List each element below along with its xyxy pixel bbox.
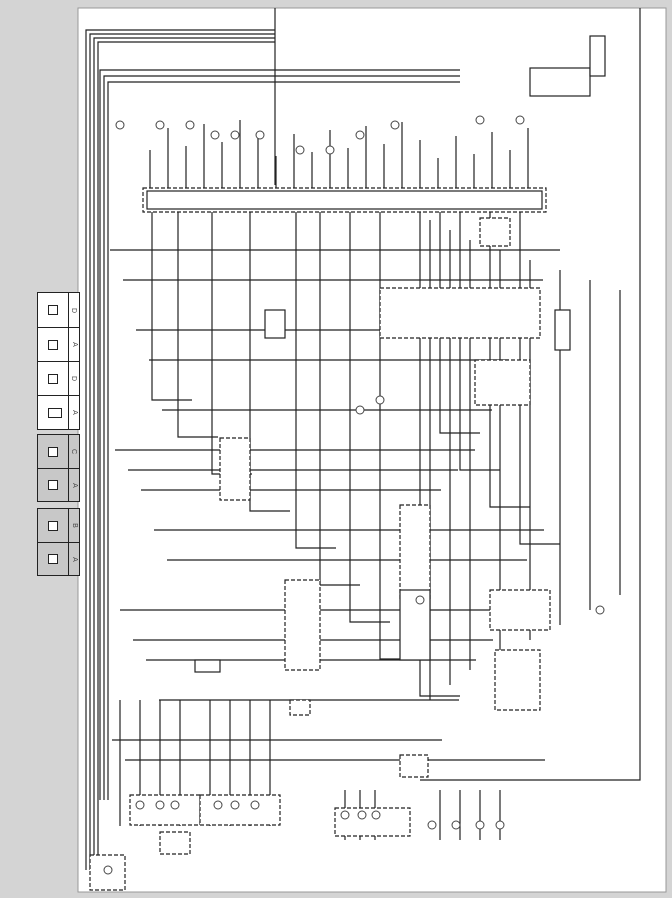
callout-marker — [115, 120, 125, 130]
callout-marker — [210, 130, 220, 140]
wire — [349, 212, 390, 623]
connector — [589, 35, 606, 77]
connector-symbol-icon — [48, 339, 58, 350]
callout-marker — [185, 120, 195, 130]
callout-marker — [340, 810, 350, 820]
wire — [103, 75, 460, 800]
legend-label: C — [70, 448, 78, 455]
fuse-box — [474, 359, 531, 406]
meter-unit — [529, 67, 591, 97]
wire — [249, 212, 290, 512]
connector-symbol-icon — [48, 373, 58, 384]
connector — [554, 309, 571, 351]
connector-group — [399, 504, 431, 601]
callout-marker — [170, 800, 180, 810]
component — [289, 699, 311, 716]
component — [494, 649, 541, 711]
callout-marker — [355, 405, 365, 415]
callout-marker — [495, 820, 505, 830]
legend-label: A — [70, 410, 78, 415]
connector — [399, 589, 431, 661]
wire — [85, 29, 275, 870]
callout-marker — [230, 800, 240, 810]
callout-marker — [595, 605, 605, 615]
legend-label: B — [70, 523, 78, 528]
legend-label: A — [70, 342, 78, 347]
lamp-group — [199, 794, 281, 826]
wire — [99, 69, 460, 800]
component — [159, 831, 191, 855]
wire — [419, 212, 460, 697]
wire — [177, 212, 218, 438]
legend-item: A — [38, 469, 79, 501]
legend-item: A — [38, 396, 79, 429]
switch-unit — [284, 579, 321, 671]
connector — [194, 659, 221, 673]
battery — [89, 854, 126, 891]
wire — [151, 212, 192, 401]
legend-label: A — [70, 482, 78, 488]
legend-item: D — [38, 293, 79, 328]
connector-symbol-icon — [48, 407, 62, 418]
legend-group-1: D A D A — [37, 292, 80, 430]
callout-marker — [390, 120, 400, 130]
connector-symbol-icon — [48, 520, 58, 531]
legend-item: C — [38, 435, 79, 469]
legend-item: A — [38, 543, 79, 575]
callout-marker — [135, 800, 145, 810]
legend-label: A — [70, 556, 78, 562]
connector-symbol-icon — [48, 446, 58, 457]
sensor — [264, 309, 286, 339]
callout-marker — [371, 810, 381, 820]
wire — [439, 212, 480, 434]
legend-label: D — [70, 307, 78, 313]
wire — [107, 81, 460, 800]
callout-marker — [213, 800, 223, 810]
component — [399, 754, 429, 778]
callout-marker — [155, 800, 165, 810]
connector-symbol-icon — [48, 554, 58, 564]
legend-item: B — [38, 509, 79, 543]
legend-item: D — [38, 362, 79, 396]
callout-marker — [155, 120, 165, 130]
callout-marker — [250, 800, 260, 810]
wire — [97, 41, 275, 870]
legend-label: D — [70, 375, 78, 382]
legend-group-2: C A — [37, 434, 80, 502]
ecu-body — [146, 190, 543, 210]
wire — [295, 212, 336, 549]
callout-marker — [451, 820, 461, 830]
connector-symbol-icon — [48, 305, 58, 315]
wire — [93, 37, 275, 870]
callout-marker — [255, 130, 265, 140]
callout-marker — [230, 130, 240, 140]
switch-unit — [489, 589, 551, 631]
callout-marker — [375, 395, 385, 405]
legend-group-3: B A — [37, 508, 80, 576]
lamp-group — [129, 794, 201, 826]
callout-marker — [475, 115, 485, 125]
callout-marker — [415, 595, 425, 605]
wire — [420, 8, 641, 781]
callout-marker — [103, 865, 113, 875]
callout-marker — [295, 145, 305, 155]
wire — [89, 33, 275, 870]
callout-marker — [357, 810, 367, 820]
callout-marker — [355, 130, 365, 140]
callout-marker — [325, 145, 335, 155]
callout-marker — [515, 115, 525, 125]
callout-marker — [475, 820, 485, 830]
component — [479, 217, 511, 247]
callout-marker — [427, 820, 437, 830]
relay-group — [379, 287, 541, 339]
connector-symbol-icon — [48, 480, 58, 490]
junction-block — [219, 437, 251, 501]
legend-item: A — [38, 328, 79, 362]
